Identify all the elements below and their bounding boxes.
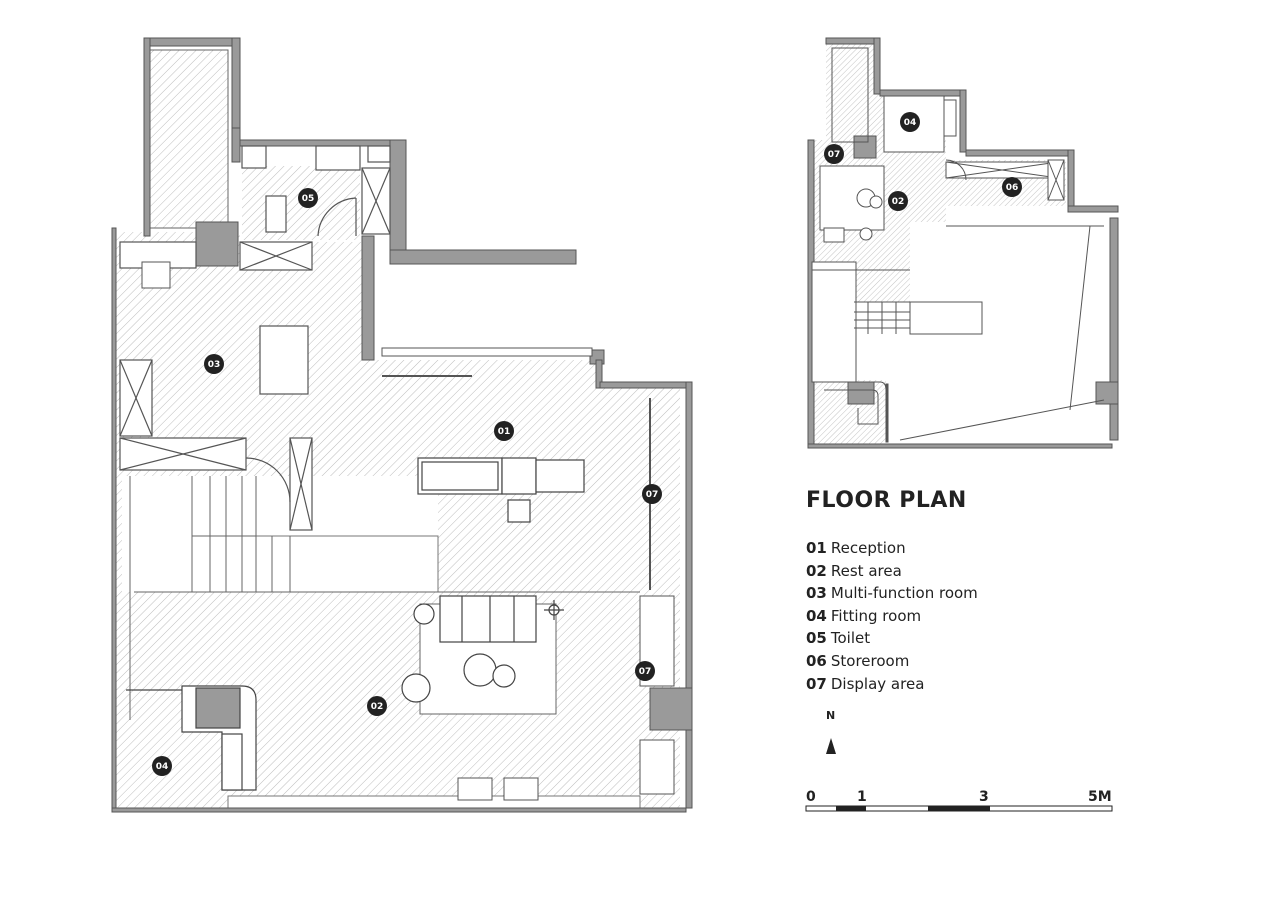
svg-text:07: 07 — [646, 490, 659, 500]
svg-text:06: 06 — [1006, 183, 1019, 193]
walls — [111, 37, 693, 813]
mini-markers: 04 07 02 06 — [824, 112, 1022, 211]
stairs — [129, 476, 640, 720]
svg-text:07: 07 — [639, 667, 652, 677]
marker-07a: 07 — [642, 484, 662, 504]
fitting-cabinet — [126, 685, 257, 791]
mini-marker-04: 04 — [900, 112, 920, 132]
mini-marker-06: 06 — [1002, 177, 1022, 197]
main-markers: 01 02 03 04 05 07 07 — [152, 188, 662, 776]
scale-bar — [805, 805, 1113, 812]
svg-text:04: 04 — [904, 118, 917, 128]
mini-marker-02: 02 — [888, 191, 908, 211]
stair-void — [255, 535, 439, 593]
svg-text:04: 04 — [156, 762, 169, 772]
marker-02: 02 — [367, 696, 387, 716]
scale-label-5m: 5M — [1088, 789, 1112, 805]
svg-text:01: 01 — [498, 427, 511, 437]
main-plan: 01 02 03 04 05 07 07 — [111, 37, 693, 813]
floor-plan-title: FLOOR PLAN — [806, 488, 967, 513]
mini-hatch-area — [812, 44, 1066, 302]
north-store-hatch — [147, 49, 229, 229]
marker-07b: 07 — [635, 661, 655, 681]
reception-desk — [417, 457, 585, 523]
svg-text:05: 05 — [302, 194, 315, 204]
scale-label-0: 0 — [806, 789, 816, 805]
mini-plan: 04 07 02 06 — [807, 37, 1119, 449]
rest-furniture — [401, 595, 564, 703]
svg-text:03: 03 — [208, 360, 221, 370]
marker-03: 03 — [204, 354, 224, 374]
scale-label-3: 3 — [979, 789, 989, 805]
north-arrow-icon — [826, 738, 836, 754]
svg-text:02: 02 — [892, 197, 905, 207]
mini-marker-07: 07 — [824, 144, 844, 164]
marker-05: 05 — [298, 188, 318, 208]
scale-label-1: 1 — [857, 789, 867, 805]
bottom-strip — [227, 795, 641, 809]
partitions — [119, 145, 391, 531]
marker-01: 01 — [494, 421, 514, 441]
svg-text:07: 07 — [828, 150, 841, 160]
north-label: N — [826, 709, 836, 722]
marker-04: 04 — [152, 756, 172, 776]
svg-text:02: 02 — [371, 702, 384, 712]
